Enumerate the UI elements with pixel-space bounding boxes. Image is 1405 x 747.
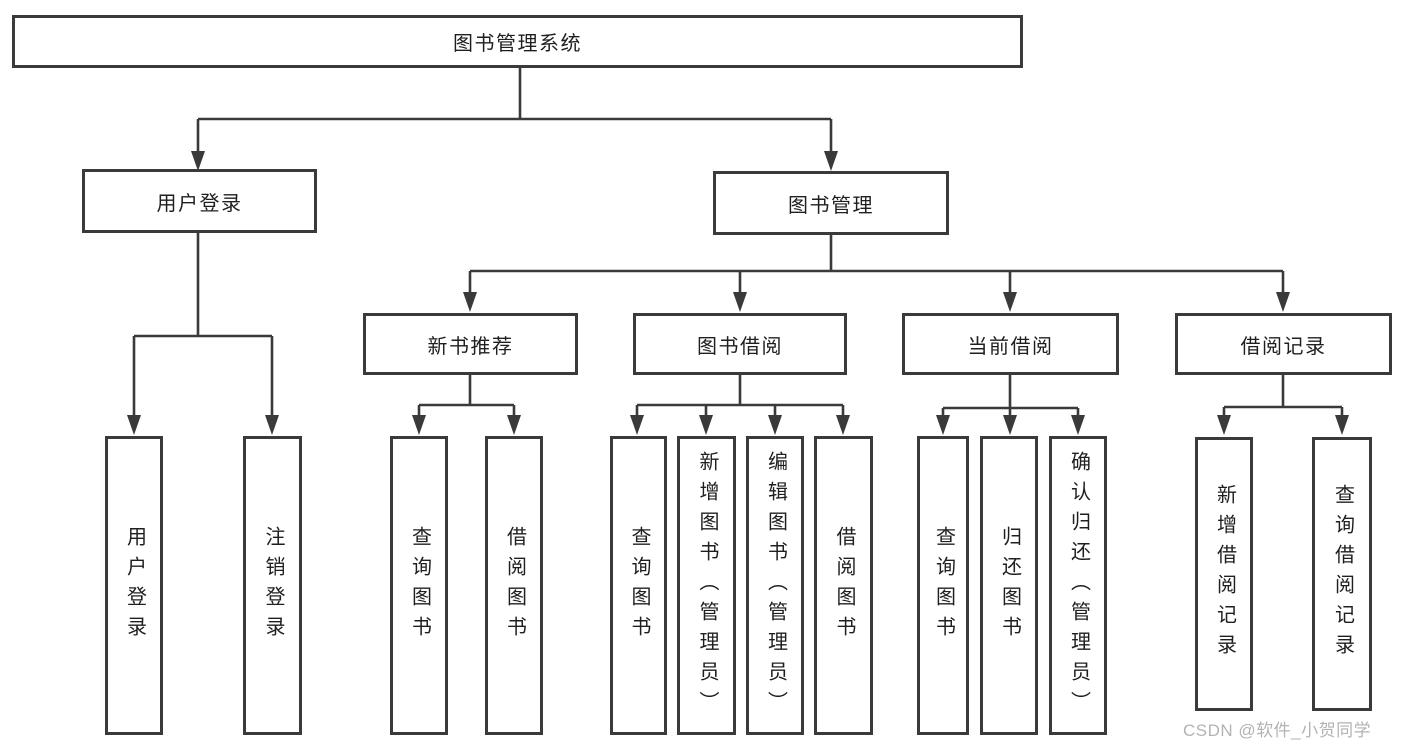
leaf-add-borrow-record: 新增借阅记录	[1195, 437, 1253, 711]
leaf-confirm-return-admin-label: 确认归还（管理员）	[1067, 450, 1090, 721]
leaf-add-book-admin: 新增图书（管理员）	[677, 436, 736, 735]
leaf-query-books-borrow: 查询图书	[610, 436, 667, 735]
leaf-query-books-current: 查询图书	[917, 436, 969, 735]
leaf-query-books-current-label: 查询图书	[932, 525, 955, 646]
node-borrow-records-label: 借阅记录	[1240, 335, 1327, 358]
node-book-borrow-label: 图书借阅	[697, 335, 783, 358]
leaf-return-book: 归还图书	[980, 436, 1038, 735]
node-book-management-label: 图书管理	[788, 194, 874, 217]
leaf-user-login: 用户登录	[105, 436, 163, 735]
leaf-user-login-label: 用户登录	[123, 525, 146, 646]
leaf-edit-book-admin-label: 编辑图书（管理员）	[764, 450, 787, 721]
node-current-borrow-label: 当前借阅	[967, 335, 1054, 358]
leaf-confirm-return-admin: 确认归还（管理员）	[1049, 436, 1107, 735]
leaf-add-borrow-record-label: 新增借阅记录	[1213, 484, 1236, 664]
node-user-login: 用户登录	[82, 169, 317, 233]
node-new-book-recommend: 新书推荐	[363, 313, 578, 375]
leaf-borrow-books-label: 借阅图书	[833, 525, 855, 646]
leaf-query-books-borrow-label: 查询图书	[628, 525, 650, 646]
leaf-query-books-recommend-label: 查询图书	[408, 525, 431, 646]
node-new-book-recommend-label: 新书推荐	[427, 335, 514, 358]
leaf-return-book-label: 归还图书	[998, 525, 1021, 646]
leaf-borrow-books-recommend-label: 借阅图书	[503, 525, 526, 646]
node-root: 图书管理系统	[12, 15, 1023, 68]
leaf-borrow-books-recommend: 借阅图书	[485, 436, 543, 735]
leaf-borrow-books: 借阅图书	[814, 436, 873, 735]
leaf-query-borrow-record: 查询借阅记录	[1312, 437, 1372, 711]
leaf-edit-book-admin: 编辑图书（管理员）	[746, 436, 804, 735]
node-book-management: 图书管理	[713, 171, 949, 235]
node-book-borrow: 图书借阅	[633, 313, 847, 375]
leaf-add-book-admin-label: 新增图书（管理员）	[696, 450, 718, 721]
leaf-logout: 注销登录	[243, 436, 302, 735]
node-user-login-label: 用户登录	[156, 192, 243, 215]
leaf-logout-label: 注销登录	[262, 525, 284, 646]
leaf-query-borrow-record-label: 查询借阅记录	[1331, 484, 1354, 664]
node-current-borrow: 当前借阅	[902, 313, 1119, 375]
node-borrow-records: 借阅记录	[1175, 313, 1392, 375]
node-root-label: 图书管理系统	[453, 33, 582, 55]
watermark-text: CSDN @软件_小贺同学	[1183, 721, 1372, 740]
leaf-query-books-recommend: 查询图书	[390, 436, 448, 735]
